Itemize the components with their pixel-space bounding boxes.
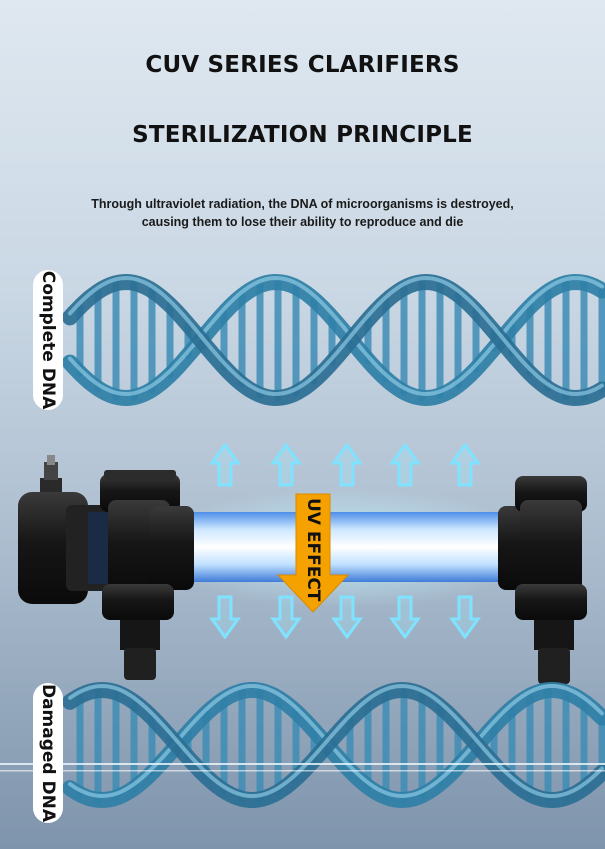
complete-dna-strand: [62, 273, 605, 407]
description-line-1: Through ultraviolet radiation, the DNA o…: [91, 197, 514, 211]
uv-arrow-down-icon: [331, 595, 363, 640]
complete-dna-label-text: Complete DNA: [38, 270, 58, 410]
uv-arrow-up-icon: [331, 442, 363, 487]
complete-dna-strand-highlight: [68, 275, 604, 397]
uv-effect-label: UV EFFECT: [303, 498, 323, 602]
uv-arrow-down-icon: [449, 595, 481, 640]
uv-arrow-up-icon: [270, 442, 302, 487]
complete-dna-strand: [62, 273, 605, 407]
right-housing: [498, 476, 587, 684]
uv-arrow-up-icon: [389, 442, 421, 487]
uv-arrow-up-icon: [209, 442, 241, 487]
damaged-dna-label: Damaged DNA: [33, 683, 63, 823]
uv-arrow-down-icon: [209, 595, 241, 640]
damaged-dna-strand-highlight: [68, 683, 604, 798]
uv-arrows-up: [209, 442, 481, 487]
uv-arrow-down-icon: [389, 595, 421, 640]
complete-dna-label: Complete DNA: [33, 270, 63, 410]
description-line-2: causing them to lose their ability to re…: [141, 215, 464, 229]
damaged-dna-strand: [62, 682, 605, 809]
uv-arrow-down-icon: [270, 595, 302, 640]
page-title: CUV SERIES CLARIFIERS: [145, 52, 460, 78]
uv-tube: [185, 512, 505, 582]
complete-dna-strand-highlight: [68, 275, 604, 397]
damaged-dna-strand: [62, 681, 605, 808]
damage-break-line: [0, 770, 605, 772]
damage-break-line: [0, 763, 605, 765]
damaged-dna-label-text: Damaged DNA: [38, 683, 58, 823]
uv-arrows-down: [209, 595, 481, 640]
page-subtitle: STERILIZATION PRINCIPLE: [132, 122, 473, 148]
uv-arrow-up-icon: [449, 442, 481, 487]
damaged-dna-strand-highlight: [68, 684, 604, 799]
uv-effect-arrow: [276, 493, 350, 613]
left-housing: [18, 455, 194, 680]
